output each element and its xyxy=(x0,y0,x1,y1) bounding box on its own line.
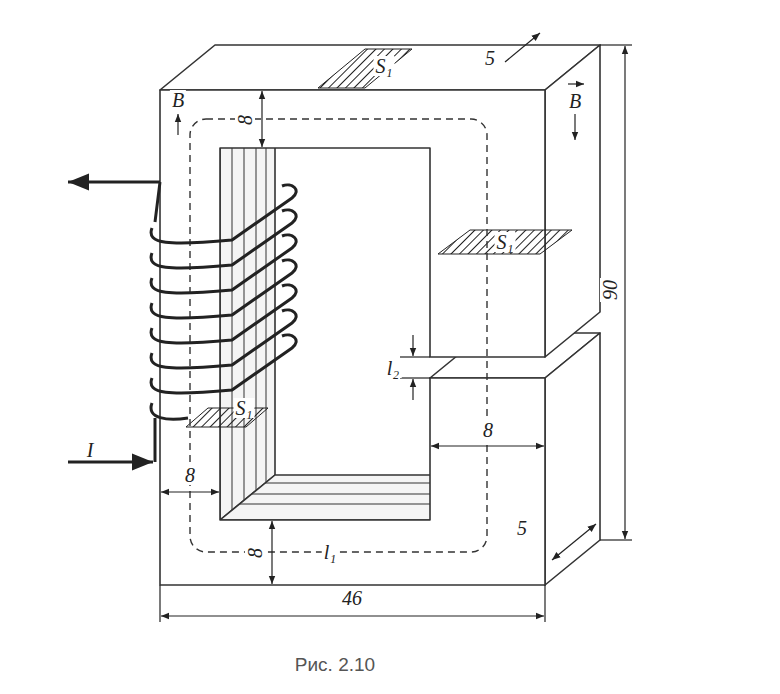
section-label: S₁ xyxy=(374,56,395,76)
figure-caption: Рис. 2.10 xyxy=(295,655,375,674)
section-label: S₁ xyxy=(495,232,516,252)
dimension: 8 xyxy=(235,113,255,127)
dimension: 5 xyxy=(515,518,529,538)
dimension: 46 xyxy=(340,588,364,608)
dimension: 8 xyxy=(245,546,265,560)
dimension: 90 xyxy=(600,278,620,302)
dimension: 5 xyxy=(483,48,497,68)
path-length-label: l₁ xyxy=(322,542,339,562)
section-label: S₁ xyxy=(234,398,255,418)
flux-symbol: B xyxy=(567,91,583,111)
dimension: 8 xyxy=(183,465,197,485)
gap-label: l₂ xyxy=(385,358,402,378)
flux-symbol: B xyxy=(170,90,186,110)
current-symbol: I xyxy=(85,440,96,460)
dimension: 8 xyxy=(481,420,495,440)
